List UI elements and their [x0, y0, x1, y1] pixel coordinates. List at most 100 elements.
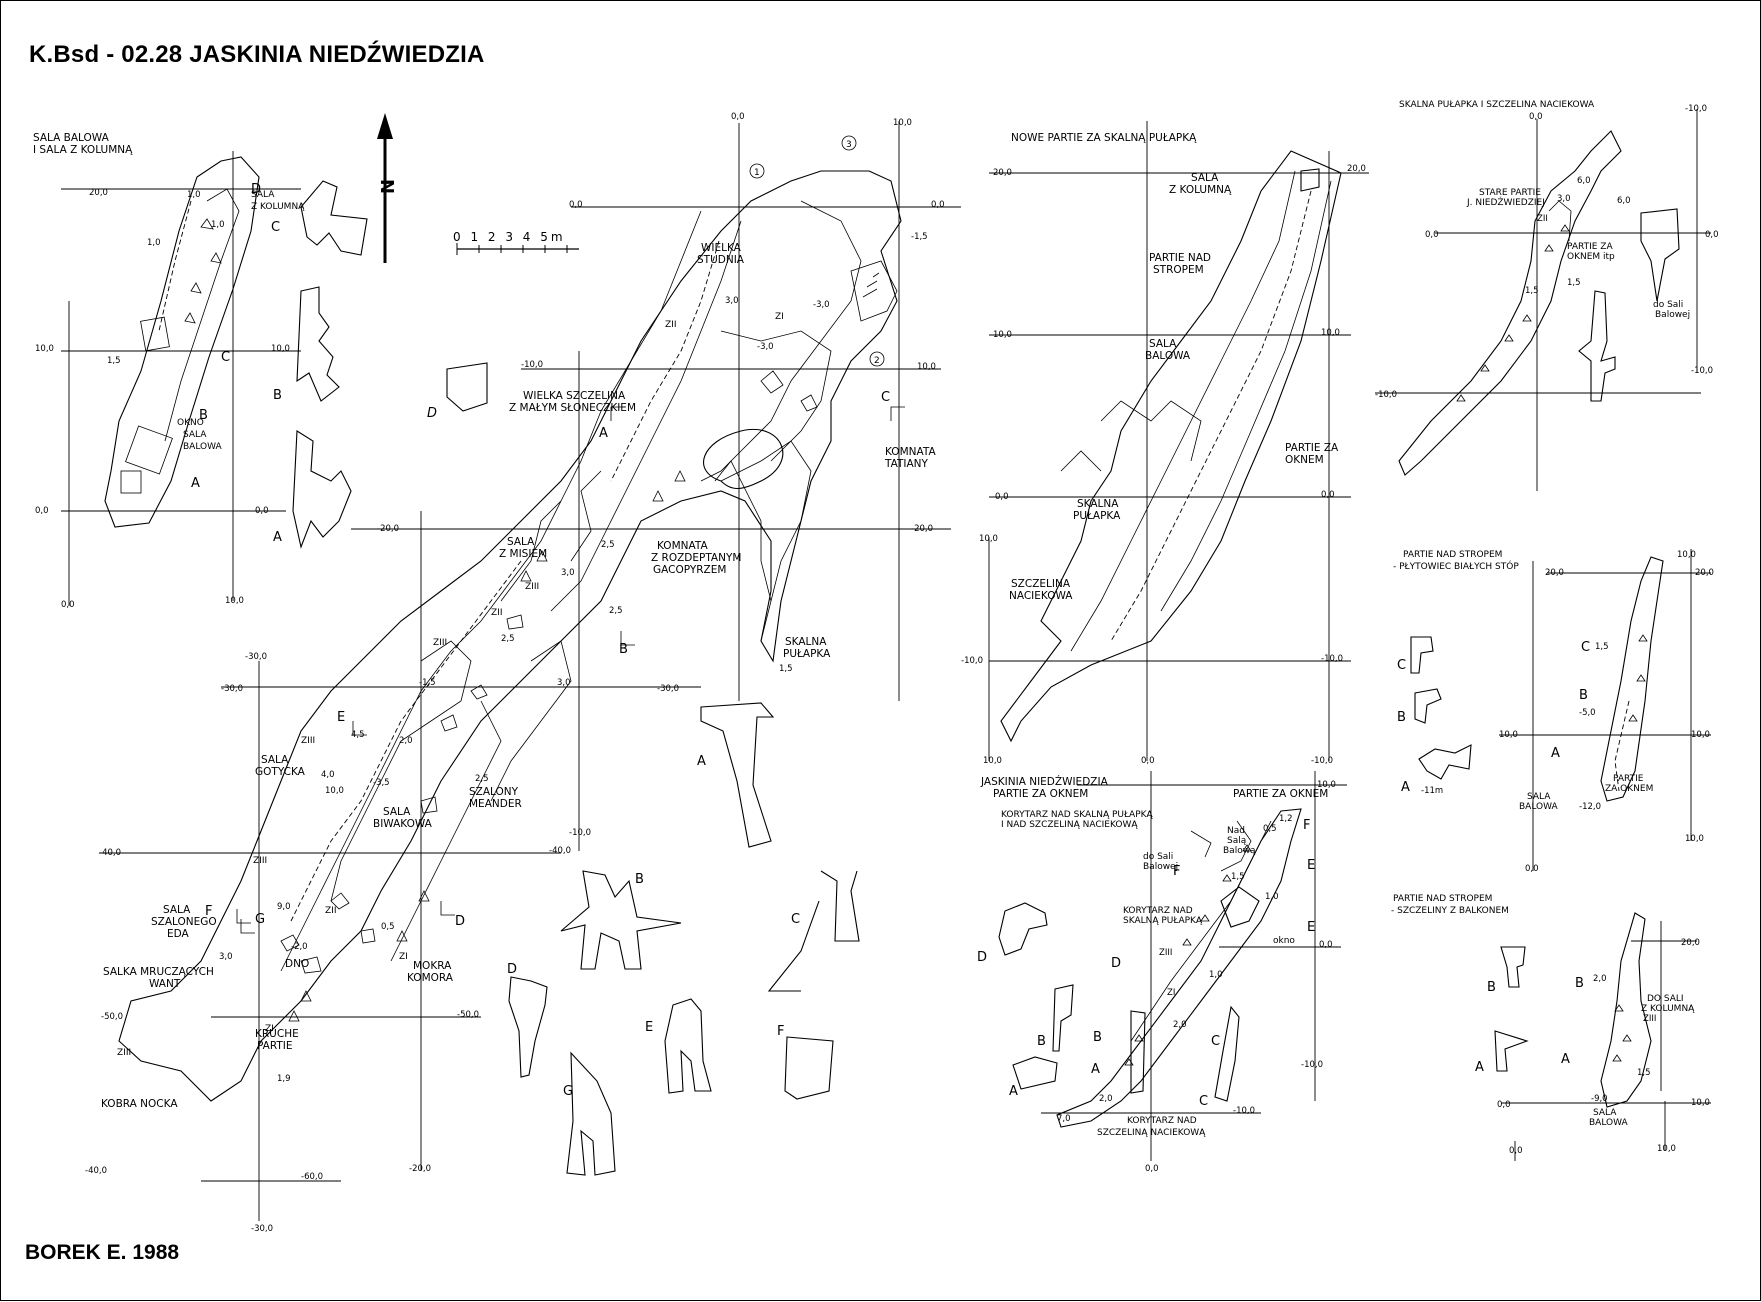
grid-tick: 10,0 — [979, 534, 998, 544]
room-label: OKNO — [177, 418, 204, 428]
depth-label: 1,0 — [1265, 892, 1279, 902]
section-label: C — [271, 220, 280, 235]
room-label: SALA — [507, 536, 535, 548]
room-label: PARTIE ZA — [1285, 442, 1339, 454]
depth-label: 2,0 — [1173, 1020, 1187, 1030]
zone-label: ZIII — [301, 736, 315, 746]
depth-label: 2,0 — [399, 736, 413, 746]
depth-label: 9,0 — [277, 902, 291, 912]
depth-label: -1,5 — [419, 678, 436, 688]
room-label: PARTIE ZA — [1567, 242, 1613, 252]
depth-label: -3,5 — [373, 778, 390, 788]
grid-tick: 0,0 — [1425, 230, 1439, 240]
section-label: B — [1093, 1030, 1102, 1045]
grid-tick: -10,0 — [1301, 1060, 1323, 1070]
depth-label: 2,5 — [609, 606, 623, 616]
grid-tick: 10,0 — [1657, 1144, 1676, 1154]
section-label: F — [1303, 818, 1310, 833]
grid-tick: -10,0 — [569, 828, 591, 838]
room-label: KORYTARZ NAD SKALNĄ PUŁAPKĄ — [1001, 810, 1154, 820]
zone-label: ZIII — [1643, 1014, 1656, 1024]
room-label: Z KOLUMNĄ — [1169, 184, 1232, 196]
zone-label: ZII — [491, 608, 502, 618]
zone-label: ZI — [399, 952, 408, 962]
panel-nowe-partie: NOWE PARTIE ZA SKALNĄ PUŁAPKĄ SALA Z KOL… — [961, 121, 1369, 766]
grid-tick: -10,0 — [1321, 654, 1343, 664]
depth-label: 2,5 — [601, 540, 615, 550]
section-label: F — [205, 904, 212, 919]
room-label: ZA OKNEM — [1605, 784, 1653, 794]
panel-heading: JASKINIA NIEDŹWIEDZIA — [980, 775, 1109, 788]
depth-label: 1,5 — [779, 664, 793, 674]
room-label: SALA — [183, 430, 207, 440]
section-label: E — [1307, 920, 1315, 935]
zone-label: ZII — [325, 906, 336, 916]
section-label: E — [337, 710, 345, 725]
depth-label: 3,0 — [561, 568, 575, 578]
panel-balkon: PARTIE NAD STROPEM - SZCZELINY Z BALKONE… — [1391, 894, 1711, 1161]
grid-tick: 0,0 — [1529, 112, 1543, 122]
depth-label: 1,9 — [277, 1074, 291, 1084]
zone-label: ZIII — [433, 638, 447, 648]
section-label: C — [1211, 1034, 1220, 1049]
room-label: STUDNIA — [697, 254, 745, 266]
room-label: NACIEKOWA — [1009, 590, 1073, 602]
room-label: TATIANY — [884, 458, 929, 470]
grid-tick: 20,0 — [89, 188, 108, 198]
section-label: D — [427, 406, 437, 421]
grid-tick: 10,0 — [1685, 834, 1704, 844]
grid-tick: 0,0 — [1141, 756, 1155, 766]
room-label: KOMORA — [407, 972, 454, 984]
room-label: SALA — [163, 904, 191, 916]
north-arrow-icon: N — [376, 113, 397, 263]
section-label: F — [777, 1024, 784, 1039]
grid-tick: 10,0 — [1499, 730, 1518, 740]
scale-bar: 0 1 2 3 4 5m — [453, 230, 579, 255]
room-label: Balową — [1223, 846, 1256, 856]
room-label: BALOWA — [183, 442, 223, 452]
room-label: Z KOLUMNĄ — [1641, 1004, 1695, 1014]
zone-label: ZII — [1537, 214, 1548, 224]
grid-tick: -10,0 — [1691, 366, 1713, 376]
panel-main-plan: C A B D E F G 1 2 3 WIELKA STUDNIA WIELK… — [85, 112, 961, 1234]
grid-tick: -30,0 — [657, 684, 679, 694]
grid-tick: -10,0 — [961, 656, 983, 666]
depth-label: 1,0 — [1209, 970, 1223, 980]
room-label: SALA — [1191, 172, 1219, 184]
grid-tick: 0,0 — [1705, 230, 1719, 240]
room-label: PUŁAPKA — [783, 648, 831, 660]
room-label: SZALONEGO — [151, 916, 217, 928]
depth-label: 1,0 — [211, 220, 225, 230]
depth-label: 2,5 — [475, 774, 489, 784]
panel-za-oknem: JASKINIA NIEDŹWIEDZIA PARTIE ZA OKNEM PA… — [977, 771, 1347, 1174]
depth-label: 1,0 — [147, 238, 161, 248]
room-label: SZCZELINĄ NACIEKOWĄ — [1097, 1128, 1206, 1138]
room-label: EDA — [167, 928, 190, 940]
section-label: C — [221, 350, 230, 365]
room-label: WIELKA SZCZELINA — [523, 390, 626, 402]
grid-tick: -30,0 — [221, 684, 243, 694]
section-label: C — [881, 390, 890, 405]
depth-label: 6,0 — [1617, 196, 1631, 206]
depth-label: -5,0 — [1579, 708, 1596, 718]
panel-heading: - SZCZELINY Z BALKONEM — [1391, 906, 1509, 916]
depth-label: -9,0 — [1591, 1094, 1608, 1104]
section-label: D — [1111, 956, 1121, 971]
grid-tick: 0,0 — [931, 200, 945, 210]
room-label: SZCZELINA — [1011, 578, 1071, 590]
section-label: C — [791, 912, 800, 927]
grid-tick: -40,0 — [85, 1166, 107, 1176]
section-label: B — [635, 872, 644, 887]
panel-heading: - PŁYTOWIEC BIAŁYCH STÓP — [1393, 560, 1519, 572]
section-label: A — [1009, 1084, 1018, 1099]
section-label: B — [1575, 976, 1584, 991]
room-label: GOTYCKA — [255, 766, 306, 778]
room-label: BALOWA — [1519, 802, 1559, 812]
depth-label: 1,2 — [1279, 814, 1293, 824]
depth-label: 3,0 — [725, 296, 739, 306]
grid-tick: 10,0 — [893, 118, 912, 128]
section-label: A — [191, 476, 200, 491]
depth-label: -2,0 — [291, 942, 308, 952]
section-label: A — [697, 754, 706, 769]
